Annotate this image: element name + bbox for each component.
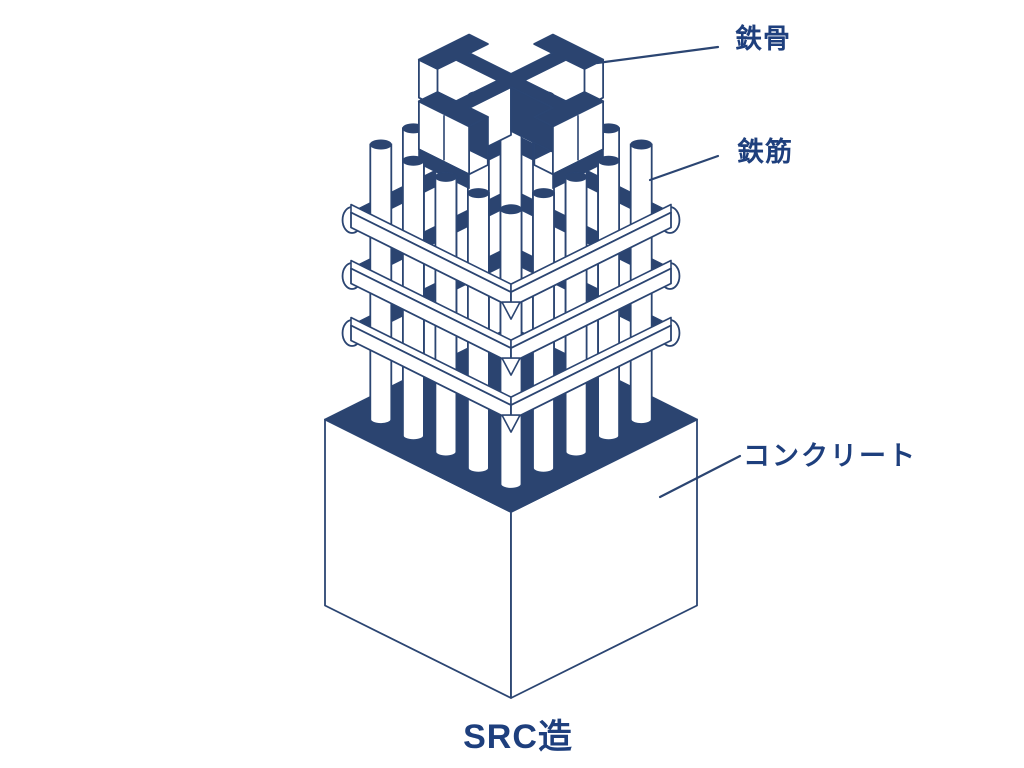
label-concrete: コンクリート [743, 441, 917, 471]
diagram-art [324, 33, 742, 699]
diagram-title: SRC造 [463, 718, 573, 756]
label-rebar: 鉄筋 [737, 136, 793, 167]
label-steel-frame: 鉄骨 [735, 23, 791, 54]
